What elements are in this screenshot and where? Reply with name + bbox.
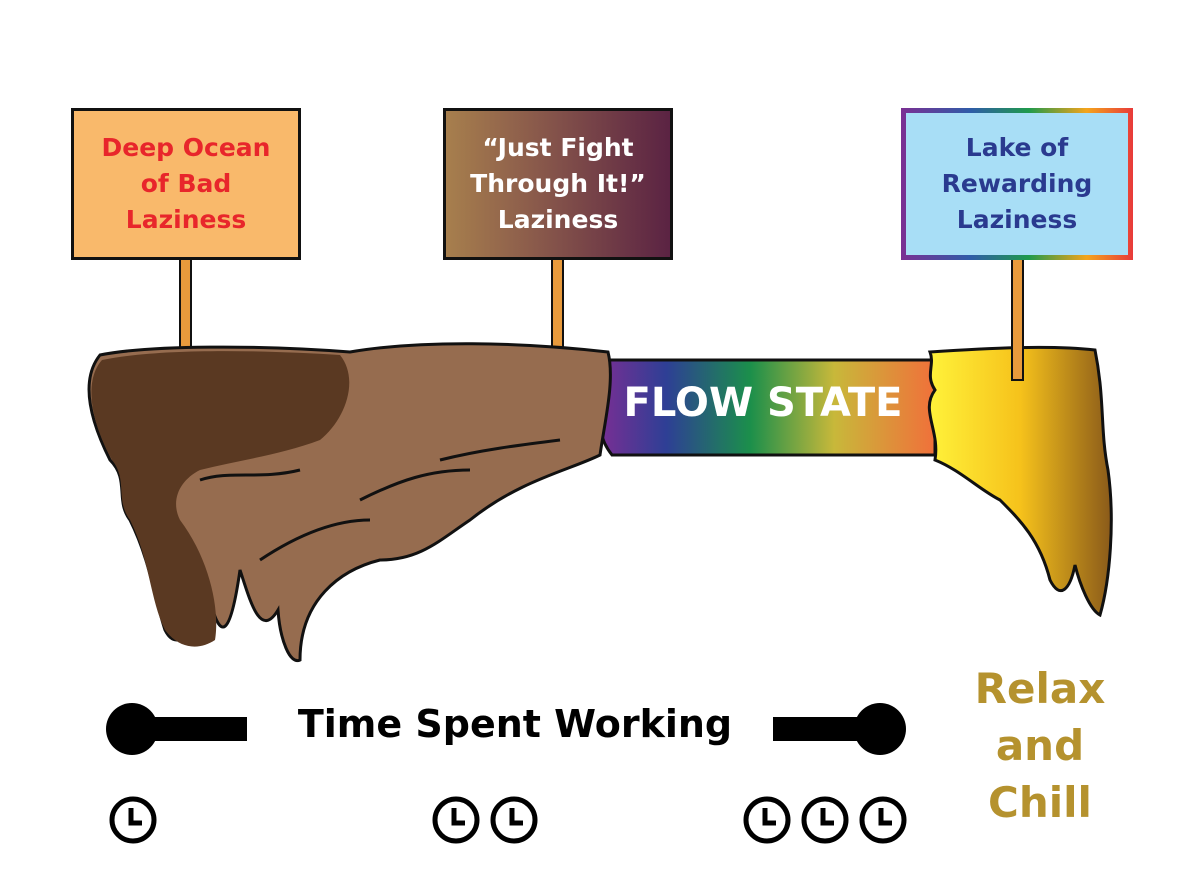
sign-text: Deep Ocean [101,133,271,162]
axis-end-knob [854,703,906,755]
sign-text: Laziness [497,205,619,234]
axis-label: Time Spent Working [297,702,733,746]
sign-text: Laziness [956,205,1078,234]
relax-label: Relax and Chill [960,660,1120,831]
sign-text: “Just Fight [482,133,634,162]
clock-icon [859,796,907,844]
mud-dark [91,351,350,647]
mud-drip-lines [199,438,561,562]
sign-text: Through It!” [470,169,646,198]
sign-text: of Bad [140,169,232,198]
sign-text: Laziness [125,205,247,234]
relax-line: Chill [988,778,1092,827]
clock-icon [743,796,791,844]
sign-post [1011,257,1024,381]
relax-line: and [995,721,1085,770]
clock-icons [109,796,907,844]
clock-icon [432,796,480,844]
clock-icon [490,796,538,844]
clock-icon [801,796,849,844]
axis-start-bar [132,717,247,741]
sign-text: Lake of [965,133,1069,162]
flow-state-label: FLOW STATE [623,380,903,426]
relax-line: Relax [974,664,1106,713]
sign-text: Rewarding [941,169,1093,198]
clock-icon [109,796,157,844]
gold-lake [927,345,1113,618]
